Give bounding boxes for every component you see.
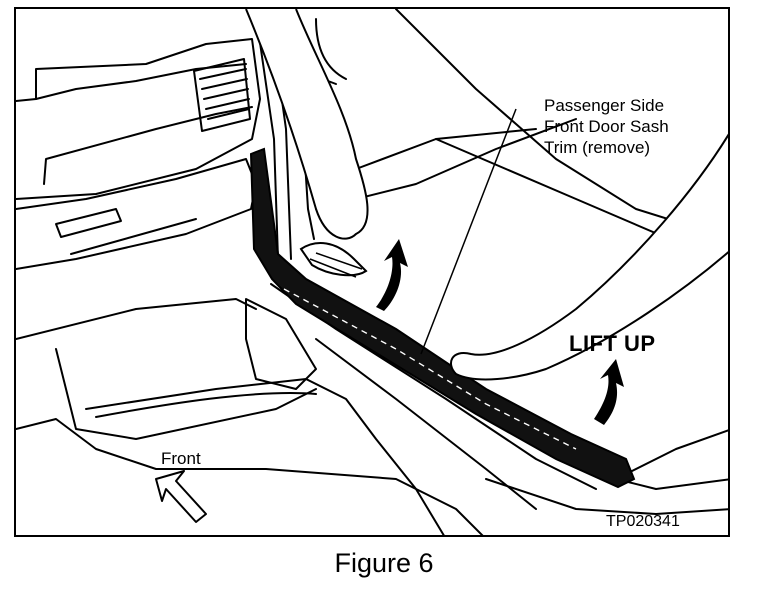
- air-vent-icon: [193, 58, 251, 132]
- figure-caption: Figure 6: [334, 548, 434, 578]
- center-console: [245, 298, 317, 390]
- seat-outline: [85, 378, 445, 535]
- right-hand: [450, 133, 728, 381]
- door-trim-illustration: [16, 9, 728, 535]
- glove-box: [16, 158, 257, 270]
- dashboard-outline: [16, 38, 261, 200]
- lift-up-arrow-icon: [376, 239, 624, 425]
- sash-trim-strip: [249, 147, 636, 489]
- drawing-code: TP020341: [606, 513, 680, 530]
- lift-up-label: LIFT UP: [569, 331, 656, 356]
- figure-frame: Passenger Side Front Door Sash Trim (rem…: [14, 7, 730, 537]
- front-arrow-icon: [155, 470, 207, 523]
- callout-label: Passenger Side Front Door Sash Trim (rem…: [544, 96, 669, 157]
- front-direction-label: Front: [161, 449, 201, 468]
- left-hand: [245, 9, 369, 240]
- callout-leader: [420, 108, 517, 355]
